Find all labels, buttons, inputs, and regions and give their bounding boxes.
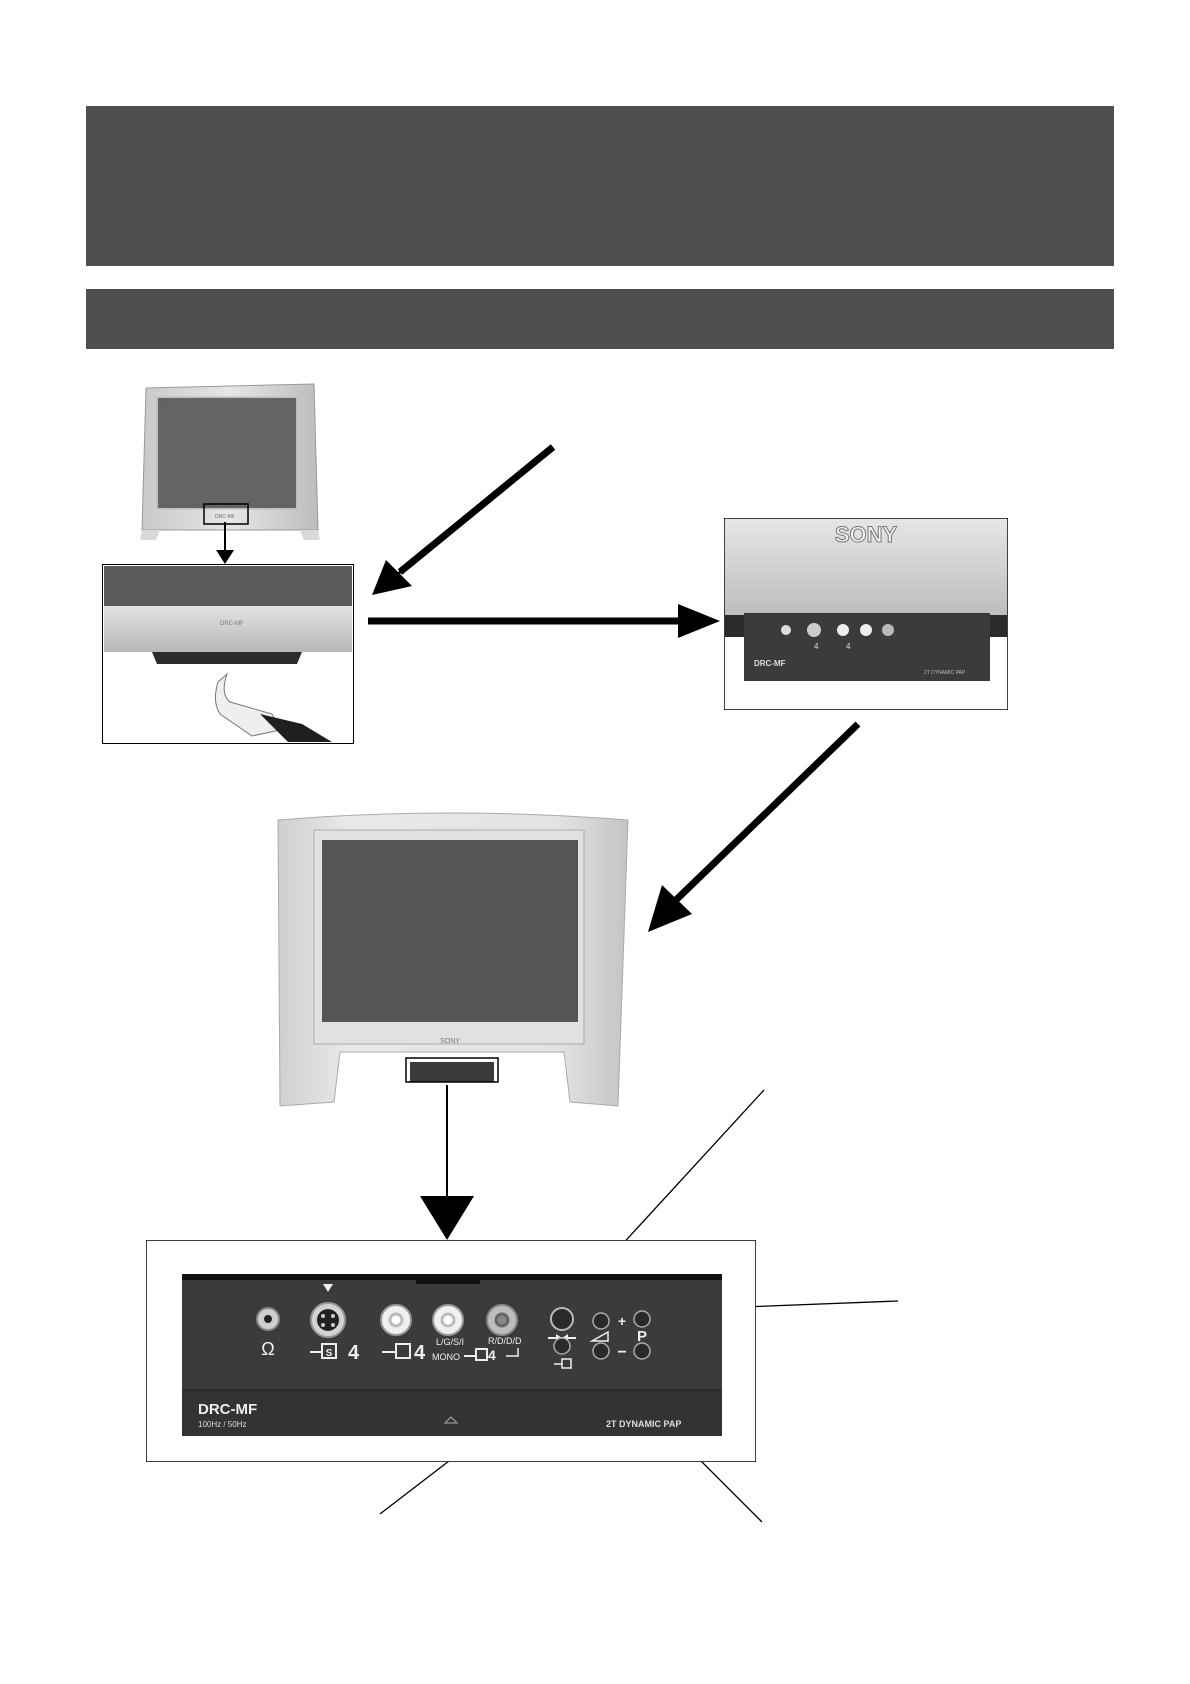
small-tv-arrow: [216, 522, 234, 564]
volume-icon: [589, 1330, 609, 1342]
subtitle-banner: [86, 289, 1114, 349]
audio-input-icon: [464, 1348, 488, 1361]
flap-open-icon: [443, 1416, 459, 1424]
frequency-label: 100Hz / 50Hz: [198, 1420, 246, 1429]
closeup-model-label: DRC-MF: [754, 659, 786, 668]
title-banner: [86, 106, 1114, 266]
svg-text:S: S: [326, 1348, 333, 1359]
closeup-video-label: 4: [846, 642, 851, 651]
audio-right-icon: [506, 1348, 519, 1357]
sony-logo: SONY: [835, 522, 898, 547]
input-select-icon: [554, 1358, 572, 1369]
panel-closeup-photo: SONY 4 4 DRC-MF 2T DYNAMIC PAP: [724, 518, 1008, 710]
arrow-to-large-tv: [673, 721, 861, 903]
closeup-feature-label: 2T DYNAMIC PAP: [924, 670, 966, 676]
closeup-video-jack: [837, 624, 849, 636]
volume-down-button[interactable]: [592, 1342, 610, 1360]
closeup-svideo-jack: [807, 623, 821, 637]
volume-up-button[interactable]: [592, 1312, 610, 1330]
large-tv-photo: SONY: [277, 812, 629, 1107]
audio-left-number-label: 4: [488, 1347, 496, 1363]
plus-label: +: [618, 1313, 626, 1329]
program-label: P: [637, 1328, 647, 1345]
arrow-to-flap: [397, 444, 556, 575]
flap-open-photo: DRC-MF: [102, 564, 354, 744]
large-tv-logo: SONY: [440, 1038, 460, 1045]
audio-right-top-label: R/D/D/D: [488, 1336, 522, 1346]
s-video-input-icon: S: [310, 1343, 337, 1359]
closeup-audio-right-jack: [882, 624, 894, 636]
small-tv-logo: DRC-MF: [215, 514, 235, 520]
small-tv-photo: DRC-MF: [140, 383, 320, 540]
closeup-headphone-jack: [781, 625, 791, 635]
closeup-svideo-label: 4: [814, 642, 819, 651]
audio-left-bottom-label: MONO: [432, 1352, 460, 1362]
video-input-icon: [382, 1343, 411, 1359]
program-up-button[interactable]: [633, 1310, 651, 1328]
input-select-button[interactable]: [553, 1337, 571, 1355]
headphones-icon: Ω: [261, 1339, 274, 1359]
s-video-label: 4: [348, 1342, 360, 1364]
model-label: DRC-MF: [198, 1401, 257, 1418]
control-panel-detail: Ω S 4 4 L/G/S/I MONO 4 R/D/D/D: [146, 1240, 756, 1462]
feature-label: 2T DYNAMIC PAP: [606, 1419, 681, 1429]
large-tv-panel: [410, 1062, 494, 1082]
closeup-audio-left-jack: [860, 624, 872, 636]
video-label: 4: [414, 1342, 426, 1364]
power-button[interactable]: [550, 1307, 574, 1331]
flap-logo: DRC-MF: [220, 621, 244, 627]
minus-label: −: [617, 1344, 626, 1361]
audio-left-top-label: L/G/S/I: [436, 1337, 464, 1347]
program-down-button[interactable]: [633, 1342, 651, 1360]
large-tv-highlight-box: [405, 1057, 499, 1083]
